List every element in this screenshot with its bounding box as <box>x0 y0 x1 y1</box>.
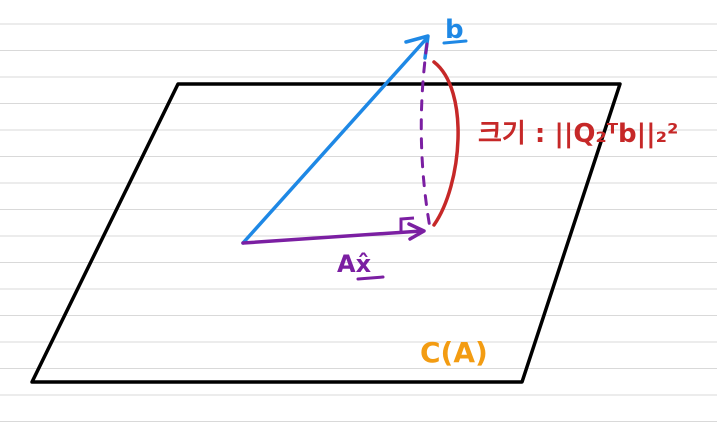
vector-b-arrow <box>241 36 429 245</box>
label-error-magnitude: 크기 : ||Q₂ᵀb||₂² <box>478 119 678 149</box>
projection-arrowhead <box>407 222 426 241</box>
column-space-plane <box>30 82 622 384</box>
label-ax-underline <box>356 275 385 281</box>
label-ax: Ax̂ <box>337 250 372 278</box>
projection-arrow <box>241 229 424 245</box>
label-b: b <box>445 15 464 45</box>
perpendicular-dashed-line <box>419 42 432 230</box>
right-angle-marker <box>399 216 415 232</box>
notebook-lines <box>0 23 717 422</box>
label-column-space: C(A) <box>420 336 488 369</box>
error-magnitude-curve <box>432 60 460 227</box>
label-b-underline <box>442 39 468 45</box>
